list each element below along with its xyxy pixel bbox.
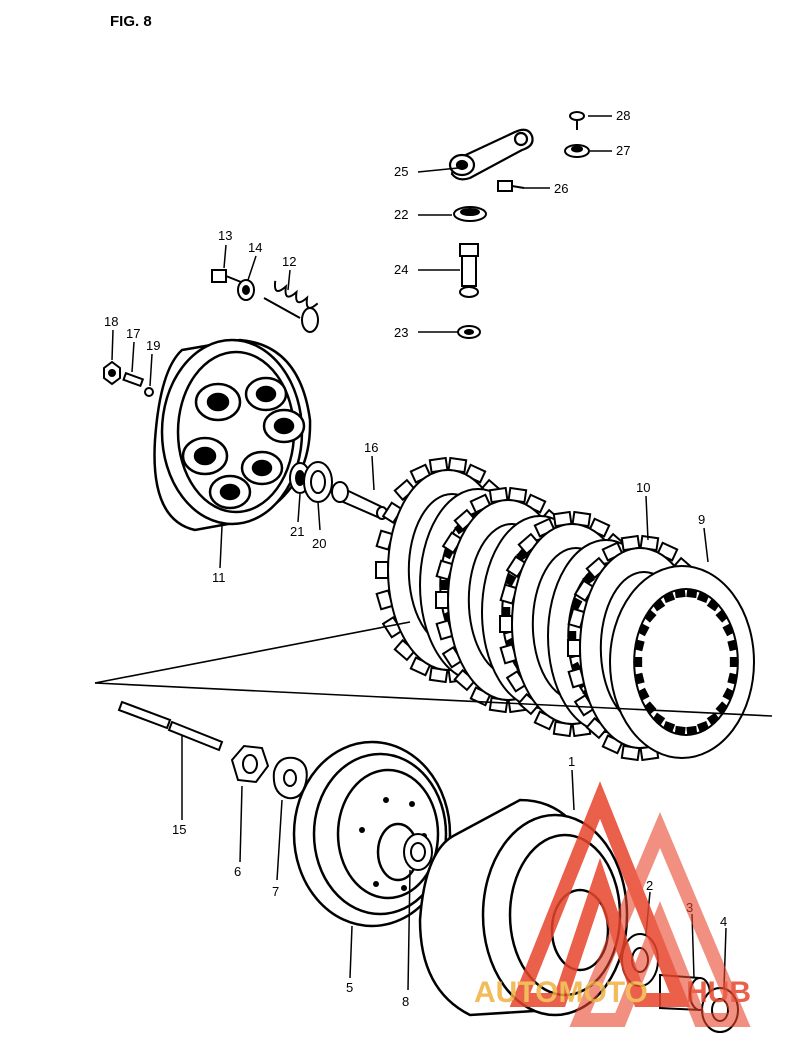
label-25: 25 — [394, 164, 408, 179]
drive-plate — [609, 565, 755, 759]
release-cam-24 — [459, 243, 479, 298]
push-rod-16 — [331, 481, 388, 520]
label-18: 18 — [104, 314, 118, 329]
push-rod-15 — [117, 700, 224, 752]
clutch-plate-stack — [375, 456, 755, 762]
label-5: 5 — [346, 980, 353, 995]
spring-12 — [263, 280, 319, 333]
nut-6 — [230, 744, 270, 784]
label-27: 27 — [616, 143, 630, 158]
label-11: 11 — [212, 570, 226, 585]
label-15: 15 — [172, 822, 186, 837]
label-8: 8 — [402, 994, 409, 1009]
pin-17 — [122, 371, 145, 388]
label-21: 21 — [290, 524, 304, 539]
washer-23 — [457, 325, 481, 339]
oil-seal-22 — [453, 206, 487, 222]
spacer-8 — [403, 833, 433, 871]
label-13: 13 — [218, 228, 232, 243]
watermark-text-b: HUB — [686, 976, 751, 1009]
washer-14 — [237, 279, 255, 301]
nut-18 — [103, 360, 121, 386]
label-1: 1 — [568, 754, 575, 769]
label-4: 4 — [720, 914, 727, 929]
label-22: 22 — [394, 207, 408, 222]
watermark-text-a: AUTOMOTO — [474, 976, 648, 1009]
label-20: 20 — [312, 536, 326, 551]
screw-28 — [569, 111, 585, 130]
label-24: 24 — [394, 262, 408, 277]
label-7: 7 — [272, 884, 279, 899]
label-6: 6 — [234, 864, 241, 879]
label-19: 19 — [146, 338, 160, 353]
nut-27 — [564, 144, 590, 158]
bolt-26 — [497, 180, 525, 192]
lock-washer-7 — [272, 756, 308, 800]
bearing-20 — [303, 461, 333, 503]
label-17: 17 — [126, 326, 140, 341]
label-26: 26 — [554, 181, 568, 196]
label-28: 28 — [616, 108, 630, 123]
release-arm — [448, 128, 534, 181]
label-2: 2 — [646, 878, 653, 893]
ball-19 — [144, 387, 154, 397]
pressure-plate-11 — [153, 338, 312, 532]
automotohub-logo: AUTOMOTO HUB — [474, 781, 751, 1027]
figure-title: FIG. 8 — [110, 13, 152, 30]
label-23: 23 — [394, 325, 408, 340]
alignment-lines — [94, 621, 773, 717]
label-9: 9 — [698, 512, 705, 527]
label-14: 14 — [248, 240, 262, 255]
label-12: 12 — [282, 254, 296, 269]
label-10: 10 — [636, 480, 650, 495]
label-16: 16 — [364, 440, 378, 455]
